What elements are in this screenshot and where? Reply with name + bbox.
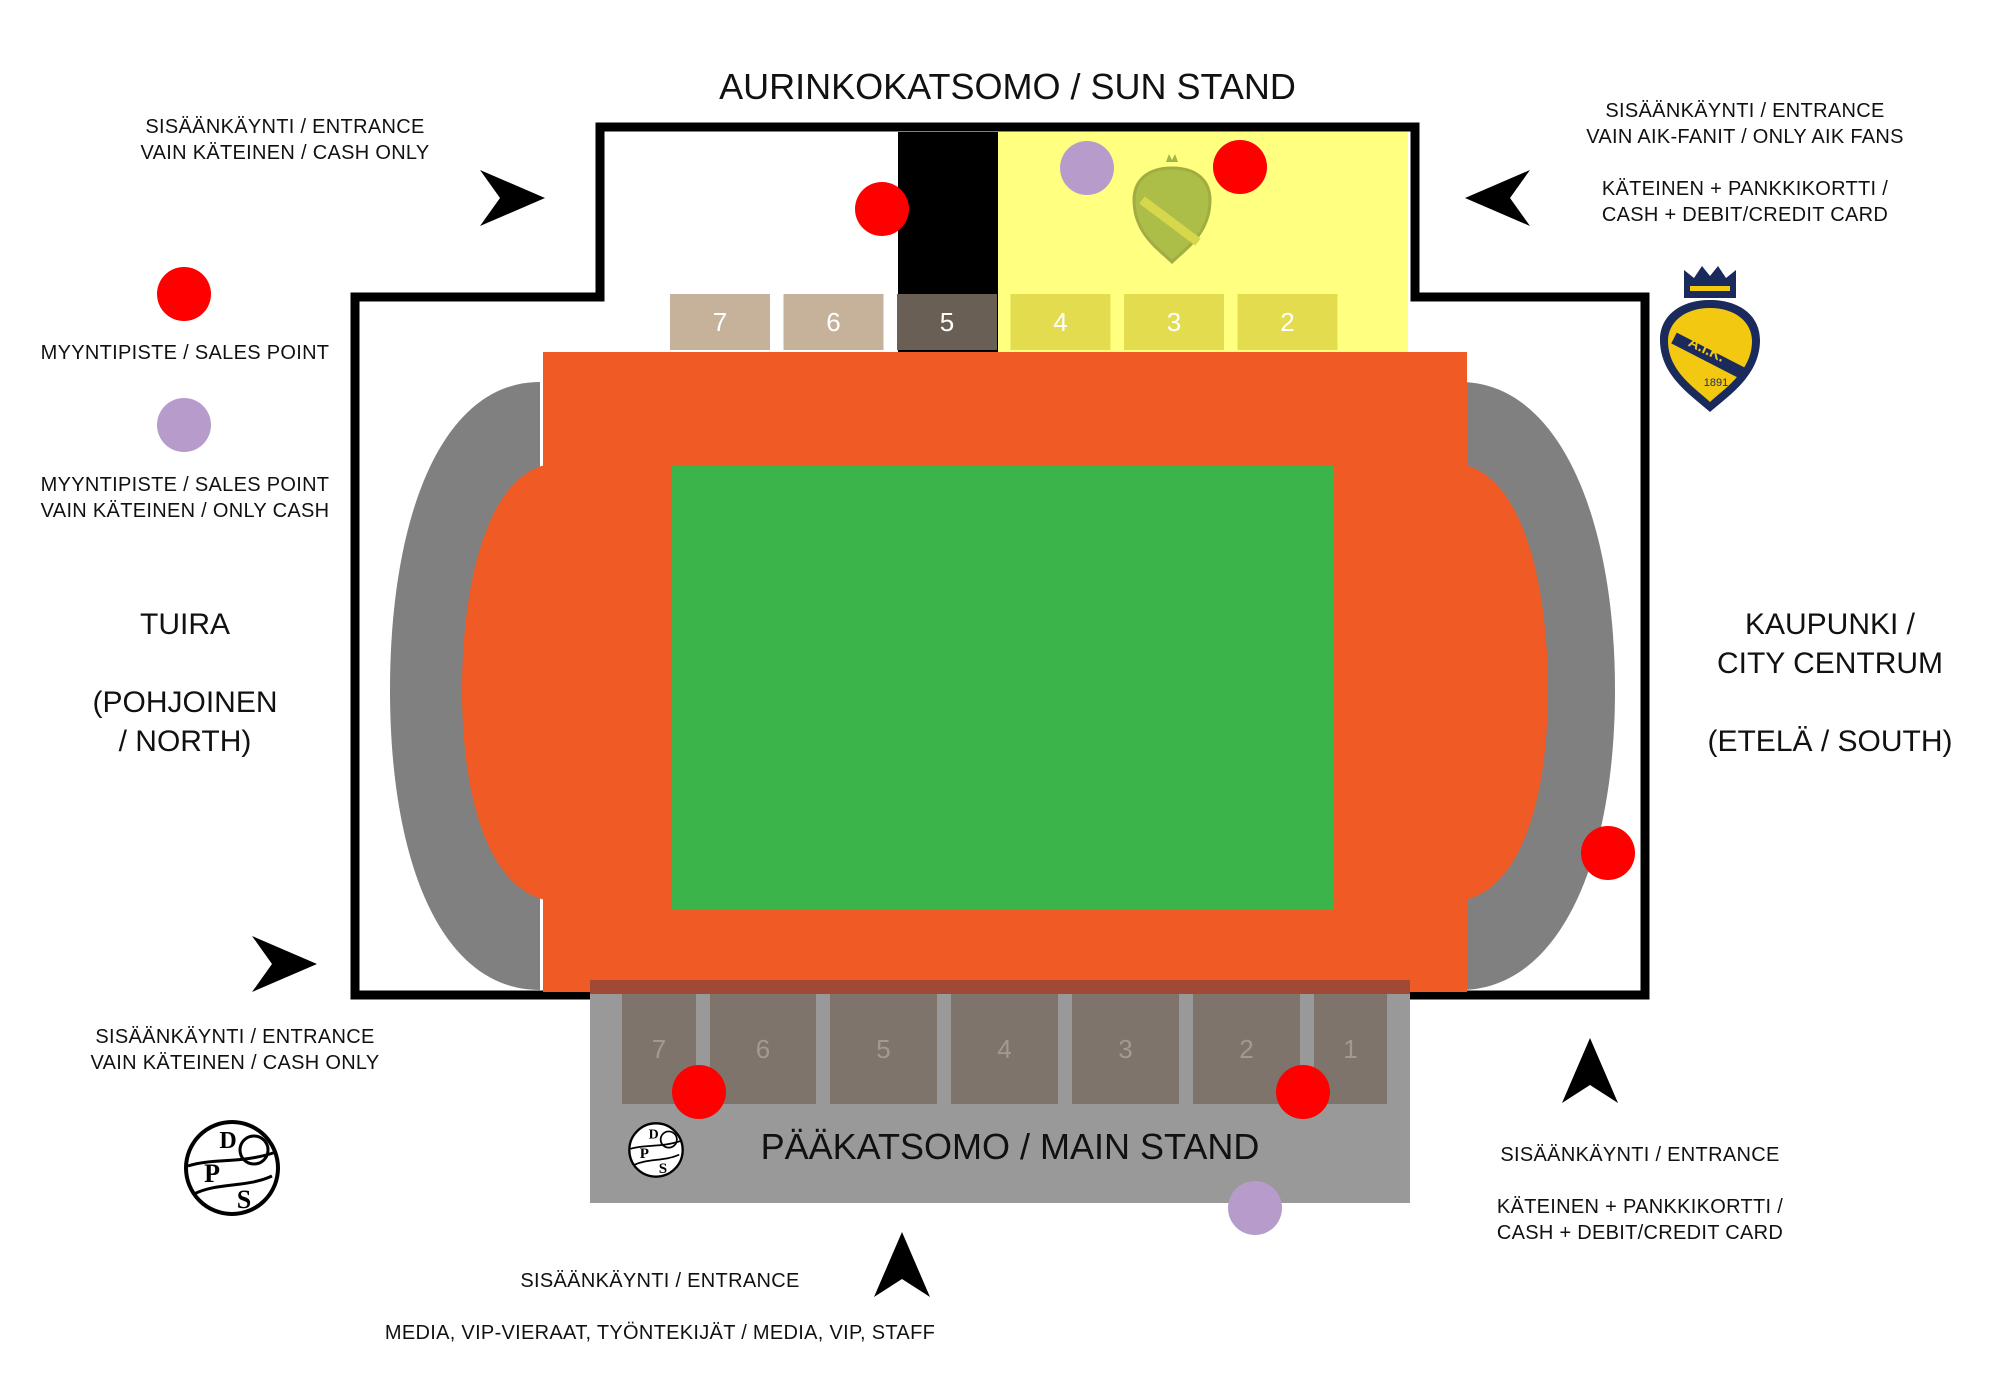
dps-logo-small: D P S — [628, 1122, 684, 1178]
legend-sales-point-marker — [157, 267, 211, 321]
main-section-7-label: 7 — [652, 1034, 666, 1064]
main-section-5-label: 5 — [876, 1034, 890, 1064]
sun-section-5 — [897, 294, 997, 350]
svg-text:P: P — [204, 1159, 220, 1188]
cash-only-sales-points — [157, 141, 1282, 1235]
main-section-6-label: 6 — [756, 1034, 770, 1064]
svg-text:S: S — [237, 1185, 251, 1214]
cash-sales-point-marker — [1228, 1181, 1282, 1235]
entrance-arrow-top-left — [480, 170, 545, 226]
entrance-label-top-right: SISÄÄNKÄYNTI / ENTRANCE VAIN AIK-FANIT /… — [1586, 100, 1904, 226]
entrance-arrow-top-right — [1465, 170, 1530, 226]
legend-cash-sales-point-label: MYYNTIPISTE / SALES POINT VAIN KÄTEINEN … — [40, 474, 330, 522]
main-section-6 — [710, 994, 816, 1104]
main-section-3 — [1072, 994, 1179, 1104]
sun-section-3-label: 3 — [1167, 307, 1181, 337]
sales-points — [157, 140, 1635, 1119]
south-side-label: KAUPUNKI / CITY CENTRUM (ETELÄ / SOUTH) — [1707, 608, 1953, 758]
entrance-label-bottom-center: SISÄÄNKÄYNTI / ENTRANCE MEDIA, VIP-VIERA… — [384, 1270, 936, 1344]
sales-point-marker — [855, 182, 909, 236]
legend-cash-sales-point-marker — [157, 398, 211, 452]
cash-sales-point-marker — [1060, 141, 1114, 195]
main-stand-sections: 7 6 5 4 3 2 1 — [622, 994, 1387, 1104]
main-section-4 — [951, 994, 1058, 1104]
sun-section-4-label: 4 — [1053, 307, 1067, 337]
entrance-label-bottom-right: SISÄÄNKÄYNTI / ENTRANCE KÄTEINEN + PANKK… — [1496, 1144, 1784, 1244]
sun-section-2-label: 2 — [1280, 307, 1294, 337]
legend-sales-point-label: MYYNTIPISTE / SALES POINT — [40, 342, 330, 364]
aik-logo-small — [1132, 154, 1212, 265]
sun-section-4 — [1010, 294, 1111, 350]
main-section-2-label: 2 — [1239, 1034, 1253, 1064]
sales-point-marker — [1213, 140, 1267, 194]
sales-point-marker — [672, 1065, 726, 1119]
sales-point-marker — [1581, 826, 1635, 880]
sales-point-marker — [1276, 1065, 1330, 1119]
main-section-5 — [830, 994, 937, 1104]
main-section-1-label: 1 — [1343, 1034, 1357, 1064]
aik-logo-year: 1891 — [1704, 377, 1728, 389]
entrance-label-bottom-left: SISÄÄNKÄYNTI / ENTRANCE VAIN KÄTEINEN / … — [90, 1026, 380, 1074]
sun-section-3 — [1124, 294, 1224, 350]
entrance-arrow-bottom-right — [1562, 1038, 1618, 1103]
sun-stand-title: AURINKOKATSOMO / SUN STAND — [719, 66, 1296, 107]
aik-logo: A.I.K. 1891 — [1660, 266, 1760, 412]
sun-section-6-label: 6 — [826, 307, 840, 337]
entrance-label-top-left: SISÄÄNKÄYNTI / ENTRANCE VAIN KÄTEINEN / … — [140, 116, 430, 164]
main-stand-title: PÄÄKATSOMO / MAIN STAND — [760, 1126, 1260, 1167]
dps-logo: D P S — [184, 1120, 280, 1216]
svg-text:S: S — [659, 1161, 667, 1177]
sun-section-7-label: 7 — [713, 307, 727, 337]
main-stand-top-edge — [590, 980, 1410, 994]
main-section-4-label: 4 — [997, 1034, 1011, 1064]
svg-text:D: D — [649, 1127, 659, 1142]
svg-text:D: D — [219, 1128, 236, 1154]
main-section-3-label: 3 — [1118, 1034, 1132, 1064]
sun-section-7 — [670, 294, 770, 350]
north-side-label: TUIRA (POHJOINEN / NORTH) — [92, 608, 278, 758]
sun-section-5-label: 5 — [940, 307, 954, 337]
entrance-arrow-bottom-center — [874, 1232, 930, 1297]
football-pitch — [672, 466, 1334, 910]
entrance-arrow-bottom-left — [252, 936, 317, 992]
sun-section-2 — [1237, 294, 1338, 350]
sun-stand-sections: 7 6 5 4 3 2 — [670, 294, 1338, 350]
crown-icon — [1684, 266, 1736, 298]
sun-section-6 — [783, 294, 884, 350]
svg-text:P: P — [640, 1146, 649, 1162]
